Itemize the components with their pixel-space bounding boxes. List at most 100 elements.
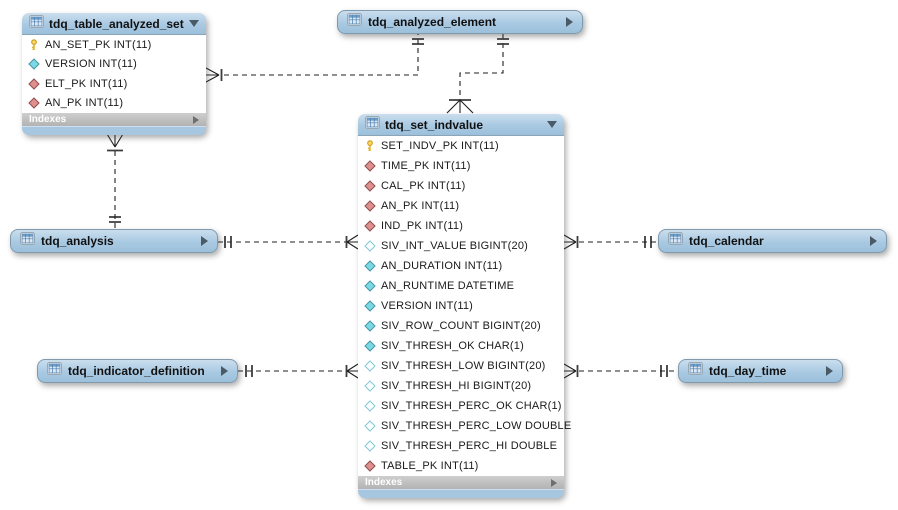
column-row[interactable]: AN_PK INT(11)	[22, 94, 206, 114]
column-list: AN_SET_PK INT(11) VERSION INT(11) ELT_PK I…	[22, 35, 206, 113]
column-label: TIME_PK INT(11)	[381, 160, 471, 172]
column-label: AN_RUNTIME DATETIME	[381, 280, 515, 292]
collapse-arrow-icon[interactable]	[189, 20, 199, 27]
column-label: AN_PK INT(11)	[381, 200, 460, 212]
column-row[interactable]: AN_PK INT(11)	[358, 196, 564, 216]
column-notnull-icon	[364, 280, 376, 292]
column-label: VERSION INT(11)	[381, 300, 474, 312]
column-label: AN_SET_PK INT(11)	[45, 38, 152, 51]
column-label: SIV_THRESH_PERC_HI DOUBLE	[381, 440, 558, 452]
table-icon	[20, 232, 35, 250]
relationship-indicator-definition-to-set-indvalue[interactable]	[238, 363, 359, 379]
column-row[interactable]: TABLE_PK INT(11)	[358, 456, 564, 476]
expand-arrow-icon[interactable]	[826, 366, 833, 376]
column-nullable-icon	[364, 440, 376, 452]
column-label: ELT_PK INT(11)	[45, 77, 128, 90]
table-tdq-calendar[interactable]: tdq_calendar	[658, 229, 887, 253]
table-name: tdq_table_analyzed_set	[49, 16, 184, 31]
column-row[interactable]: VERSION INT(11)	[22, 55, 206, 75]
column-label: SIV_THRESH_PERC_OK CHAR(1)	[381, 400, 562, 412]
collapsed-table-pill[interactable]: tdq_calendar	[658, 229, 887, 253]
table-tdq-indicator-definition[interactable]: tdq_indicator_definition	[37, 359, 238, 383]
expand-indexes-arrow-icon[interactable]	[193, 115, 199, 124]
table-name: tdq_day_time	[709, 364, 787, 378]
column-nullable-icon	[364, 240, 376, 252]
column-label: SIV_THRESH_HI BIGINT(20)	[381, 380, 532, 392]
table-header[interactable]: tdq_set_indvalue	[358, 114, 564, 136]
column-label: TABLE_PK INT(11)	[381, 460, 479, 472]
table-bottom-bar	[22, 126, 206, 135]
expand-arrow-icon[interactable]	[870, 236, 877, 246]
column-row[interactable]: SIV_THRESH_PERC_HI DOUBLE	[358, 436, 564, 456]
column-label: AN_DURATION INT(11)	[381, 260, 503, 272]
expand-arrow-icon[interactable]	[566, 17, 573, 27]
column-row[interactable]: SET_INDV_PK INT(11)	[358, 136, 564, 156]
collapse-arrow-icon[interactable]	[547, 121, 557, 128]
foreign-key-icon	[364, 160, 376, 172]
column-row[interactable]: AN_SET_PK INT(11)	[22, 35, 206, 55]
column-row[interactable]: SIV_INT_VALUE BIGINT(20)	[358, 236, 564, 256]
table-name: tdq_set_indvalue	[385, 117, 484, 132]
relationship-day-time-to-set-indvalue[interactable]	[563, 363, 678, 379]
collapsed-table-pill[interactable]: tdq_day_time	[678, 359, 843, 383]
collapsed-table-pill[interactable]: tdq_analyzed_element	[337, 10, 583, 34]
relationship-analysis-to-set-indvalue[interactable]	[218, 234, 359, 250]
table-bottom-bar	[358, 489, 564, 498]
indexes-label: Indexes	[29, 114, 67, 125]
table-icon	[365, 115, 380, 134]
column-row[interactable]: AN_RUNTIME DATETIME	[358, 276, 564, 296]
table-icon	[347, 13, 362, 31]
column-label: SIV_INT_VALUE BIGINT(20)	[381, 240, 529, 252]
table-header[interactable]: tdq_table_analyzed_set	[22, 13, 206, 35]
collapsed-table-pill[interactable]: tdq_indicator_definition	[37, 359, 238, 383]
foreign-key-icon	[364, 200, 376, 212]
table-icon	[29, 14, 44, 33]
relationship-analyzed-element-to-table-analyzed-set[interactable]	[205, 34, 424, 83]
column-row[interactable]: SIV_THRESH_HI BIGINT(20)	[358, 376, 564, 396]
column-nullable-icon	[364, 360, 376, 372]
column-notnull-icon	[364, 260, 376, 272]
column-row[interactable]: ELT_PK INT(11)	[22, 74, 206, 94]
indexes-label: Indexes	[365, 477, 403, 488]
column-notnull-icon	[364, 340, 376, 352]
table-tdq-analyzed-element[interactable]: tdq_analyzed_element	[337, 10, 583, 34]
column-notnull-icon	[364, 300, 376, 312]
relationship-analysis-to-table-analyzed-set[interactable]	[106, 133, 124, 229]
expand-indexes-arrow-icon[interactable]	[551, 478, 557, 487]
foreign-key-icon	[364, 220, 376, 232]
indexes-footer[interactable]: Indexes	[22, 113, 206, 126]
table-tdq-day-time[interactable]: tdq_day_time	[678, 359, 843, 383]
relationship-calendar-to-set-indvalue[interactable]	[563, 234, 658, 250]
column-row[interactable]: VERSION INT(11)	[358, 296, 564, 316]
column-row[interactable]: SIV_THRESH_PERC_OK CHAR(1)	[358, 396, 564, 416]
table-name: tdq_calendar	[689, 234, 764, 248]
column-nullable-icon	[364, 380, 376, 392]
table-icon	[668, 232, 683, 250]
expand-arrow-icon[interactable]	[201, 236, 208, 246]
collapsed-table-pill[interactable]: tdq_analysis	[10, 229, 218, 253]
column-label: SET_INDV_PK INT(11)	[381, 140, 499, 152]
column-row[interactable]: SIV_ROW_COUNT BIGINT(20)	[358, 316, 564, 336]
column-row[interactable]: CAL_PK INT(11)	[358, 176, 564, 196]
indexes-footer[interactable]: Indexes	[358, 476, 564, 489]
column-label: SIV_ROW_COUNT BIGINT(20)	[381, 320, 541, 332]
column-row[interactable]: IND_PK INT(11)	[358, 216, 564, 236]
column-notnull-icon	[364, 320, 376, 332]
column-list: SET_INDV_PK INT(11) TIME_PK INT(11) CAL_PK…	[358, 136, 571, 476]
table-tdq-analysis[interactable]: tdq_analysis	[10, 229, 218, 253]
column-row[interactable]: AN_DURATION INT(11)	[358, 256, 564, 276]
column-row[interactable]: SIV_THRESH_OK CHAR(1)	[358, 336, 564, 356]
relationship-analyzed-element-to-set-indvalue[interactable]	[446, 34, 509, 114]
column-row[interactable]: TIME_PK INT(11)	[358, 156, 564, 176]
column-label: IND_PK INT(11)	[381, 220, 464, 232]
expand-arrow-icon[interactable]	[221, 366, 228, 376]
foreign-key-icon	[28, 78, 40, 90]
column-row[interactable]: SIV_THRESH_LOW BIGINT(20)	[358, 356, 564, 376]
table-icon	[47, 362, 62, 380]
column-row[interactable]: SIV_THRESH_PERC_LOW DOUBLE	[358, 416, 571, 436]
column-label: CAL_PK INT(11)	[381, 180, 466, 192]
